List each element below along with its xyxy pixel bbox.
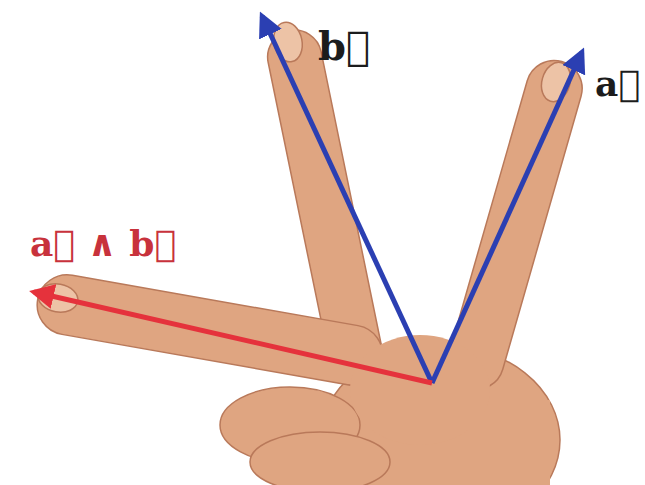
vector-label: b⃗ — [318, 22, 370, 70]
vectors — [34, 16, 582, 383]
vector-label: a⃗ — [595, 62, 640, 105]
folded-finger — [250, 432, 390, 485]
vector-cross-product — [34, 292, 432, 383]
vector-b — [262, 16, 432, 383]
thumb — [441, 54, 589, 396]
cross-product-label: a⃗ ∧ b⃗ — [30, 222, 176, 265]
vector-a — [432, 52, 582, 383]
